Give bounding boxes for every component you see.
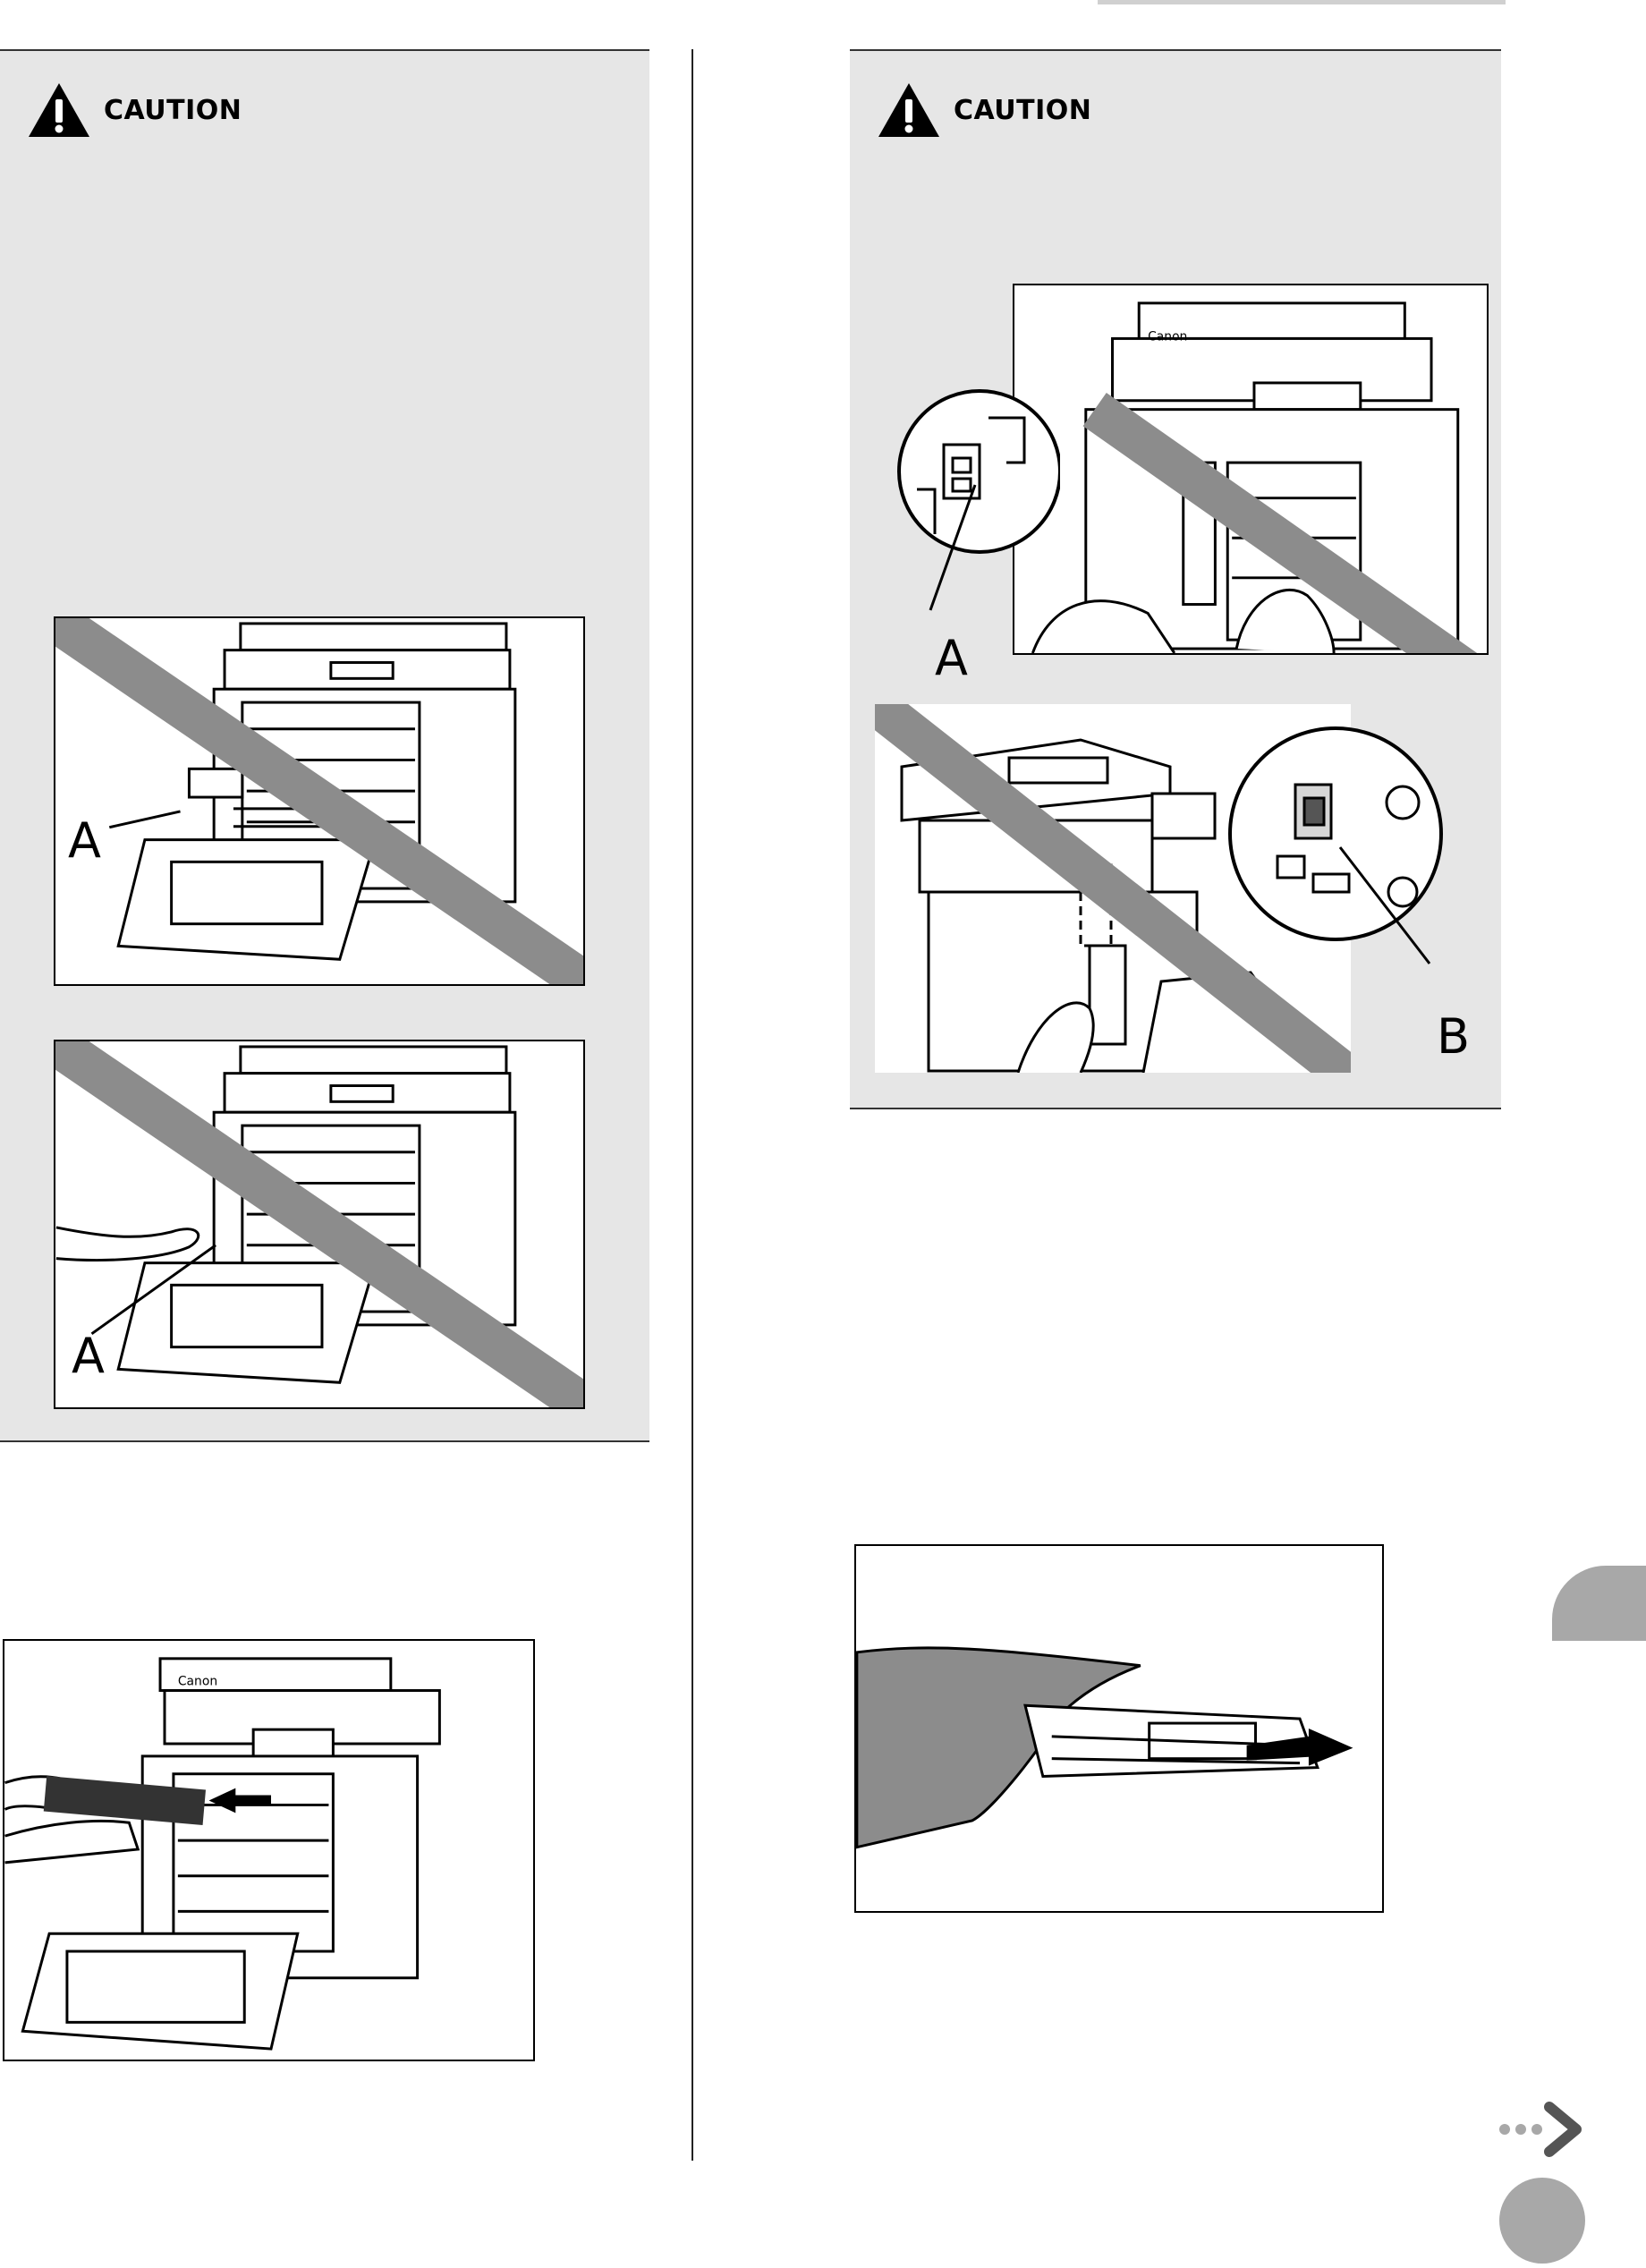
figure-prohibited-contacts-a: Canon A: [850, 279, 1501, 683]
caution-label: CAUTION: [104, 94, 242, 126]
next-page-arrow-icon: [1499, 2102, 1582, 2157]
warning-triangle-icon: [878, 83, 939, 137]
figure-frame: Canon: [1013, 284, 1489, 655]
prohibited-bar: [875, 704, 1351, 1073]
callout-a: A: [72, 1328, 105, 1384]
callout-b: B: [1437, 1008, 1471, 1065]
printer-illustration: [55, 1041, 583, 1407]
prohibited-bar: [1082, 393, 1478, 653]
figure-insert-toner-cartridge: Canon: [3, 1639, 535, 2061]
printer-illustration: [55, 618, 583, 984]
figure-remove-protective-bag: [854, 1544, 1384, 1913]
printer-illustration: Canon: [4, 1657, 441, 2051]
toner-cartridge: [43, 1775, 207, 1826]
caution-heading-right: CAUTION: [877, 81, 1091, 139]
insert-arrow-icon: [208, 1788, 271, 1814]
header-rule: [1098, 0, 1506, 4]
pull-arrow-icon: [1246, 1729, 1353, 1766]
page-number-marker: [1499, 2178, 1585, 2264]
printer-brand: Canon: [1148, 329, 1187, 344]
callout-a: A: [68, 812, 101, 869]
prohibited-bar: [55, 618, 583, 984]
caution-label: CAUTION: [954, 94, 1092, 126]
magnified-inset-a: [897, 389, 1060, 554]
magnified-inset-b: [1228, 726, 1443, 941]
callout-a: A: [935, 630, 968, 686]
cartridge-illustration: [856, 1646, 1353, 1849]
caution-heading-left: CAUTION: [27, 81, 242, 139]
figure-prohibited-toner-on-door: A: [54, 616, 585, 986]
figure-prohibited-contacts-b: B: [875, 704, 1501, 1084]
column-divider: [691, 49, 693, 2161]
prohibited-bar: [55, 1041, 583, 1407]
printer-brand: Canon: [178, 1675, 217, 1689]
figure-prohibited-touch-transfer: A: [54, 1040, 585, 1409]
warning-triangle-icon: [29, 83, 89, 137]
chapter-tab: [1552, 1566, 1646, 1641]
printer-illustration: Canon: [1031, 302, 1478, 653]
printer-illustration: [875, 704, 1351, 1073]
caution-panel-right: CAUTION Canon: [850, 49, 1501, 1109]
caution-panel-left: CAUTION A: [0, 49, 649, 1442]
